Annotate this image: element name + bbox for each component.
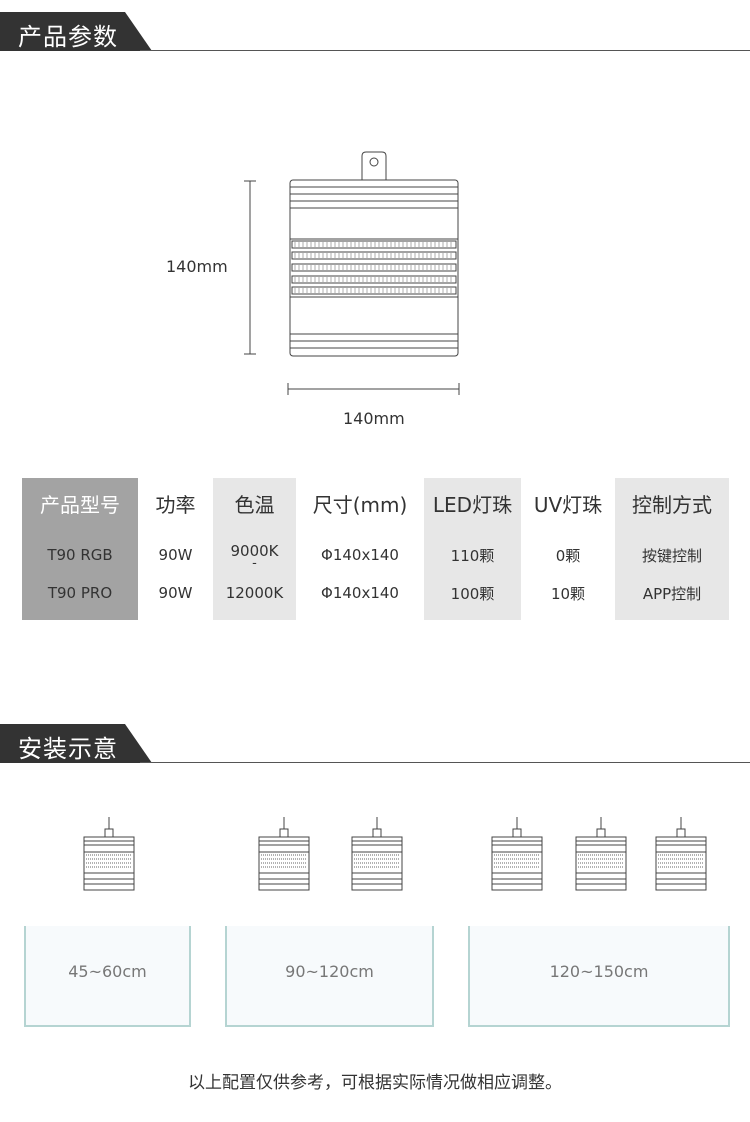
cell-size: Φ140x140: [296, 528, 424, 574]
mini-lamp-icon: [351, 817, 403, 891]
header-color-temp: 色温: [213, 478, 296, 528]
tab-shape: [0, 12, 152, 51]
tank-small: 45~60cm: [24, 926, 191, 1027]
mini-lamp-icon: [258, 817, 310, 891]
cell-size: Φ140x140: [296, 574, 424, 620]
tank-medium: 90~120cm: [225, 926, 434, 1027]
section-header-params: 产品参数: [0, 0, 750, 52]
range-dash: -: [252, 556, 257, 571]
mini-lamp-icon: [83, 817, 135, 891]
mini-lamp-icon: [575, 817, 627, 891]
cell-uv-beads: 10颗: [521, 574, 615, 620]
tank-size-label: 120~150cm: [549, 962, 649, 981]
cell-led-beads: 100颗: [424, 574, 521, 620]
section-divider: [140, 762, 750, 763]
cell-model: T90 PRO: [22, 574, 138, 620]
tank-size-label: 90~120cm: [285, 962, 374, 981]
header-uv-beads: UV灯珠: [521, 478, 615, 528]
cell-led-beads: 110颗: [424, 528, 521, 574]
footnote: 以上配置仅供参考，可根据实际情况做相应调整。: [188, 1073, 562, 1093]
mini-lamp-icon: [491, 817, 543, 891]
cell-control: APP控制: [615, 574, 729, 620]
tank-large: 120~150cm: [468, 926, 730, 1027]
section-header-install: 安装示意: [0, 712, 750, 764]
cell-color-temp-value: 9000K: [230, 542, 279, 560]
header-model: 产品型号: [22, 478, 138, 528]
mini-lamp-icon: [655, 817, 707, 891]
cell-color-temp: 12000K: [213, 574, 296, 620]
tab-shape: [0, 724, 152, 763]
header-size: 尺寸(mm): [296, 478, 424, 528]
cell-uv-beads: 0颗: [521, 528, 615, 574]
section-title: 安装示意: [18, 735, 118, 763]
cell-power: 90W: [138, 574, 213, 620]
cell-power: 90W: [138, 528, 213, 574]
header-led-beads: LED灯珠: [424, 478, 521, 528]
section-divider: [140, 50, 750, 51]
spec-table-header: 产品型号 功率 色温 尺寸(mm) LED灯珠 UV灯珠 控制方式: [22, 478, 729, 528]
spec-table: 产品型号 功率 色温 尺寸(mm) LED灯珠 UV灯珠 控制方式 T90 RG…: [22, 478, 729, 620]
cell-model: T90 RGB: [22, 528, 138, 574]
lamp-dimension-drawing: [244, 151, 460, 395]
header-control: 控制方式: [615, 478, 729, 528]
cell-color-temp: 9000K-: [213, 528, 296, 574]
table-row: T90 PRO 90W 12000K Φ140x140 100颗 10颗 APP…: [22, 574, 729, 620]
table-row: T90 RGB 90W 9000K- Φ140x140 110颗 0颗 按键控制: [22, 528, 729, 574]
section-tab: 产品参数: [0, 12, 152, 51]
header-power: 功率: [138, 478, 213, 528]
cell-control: 按键控制: [615, 528, 729, 574]
tank-size-label: 45~60cm: [68, 962, 147, 981]
width-dimension-label: 140mm: [343, 409, 405, 428]
section-title: 产品参数: [18, 23, 118, 51]
height-dimension-label: 140mm: [166, 257, 228, 276]
section-tab: 安装示意: [0, 724, 152, 763]
